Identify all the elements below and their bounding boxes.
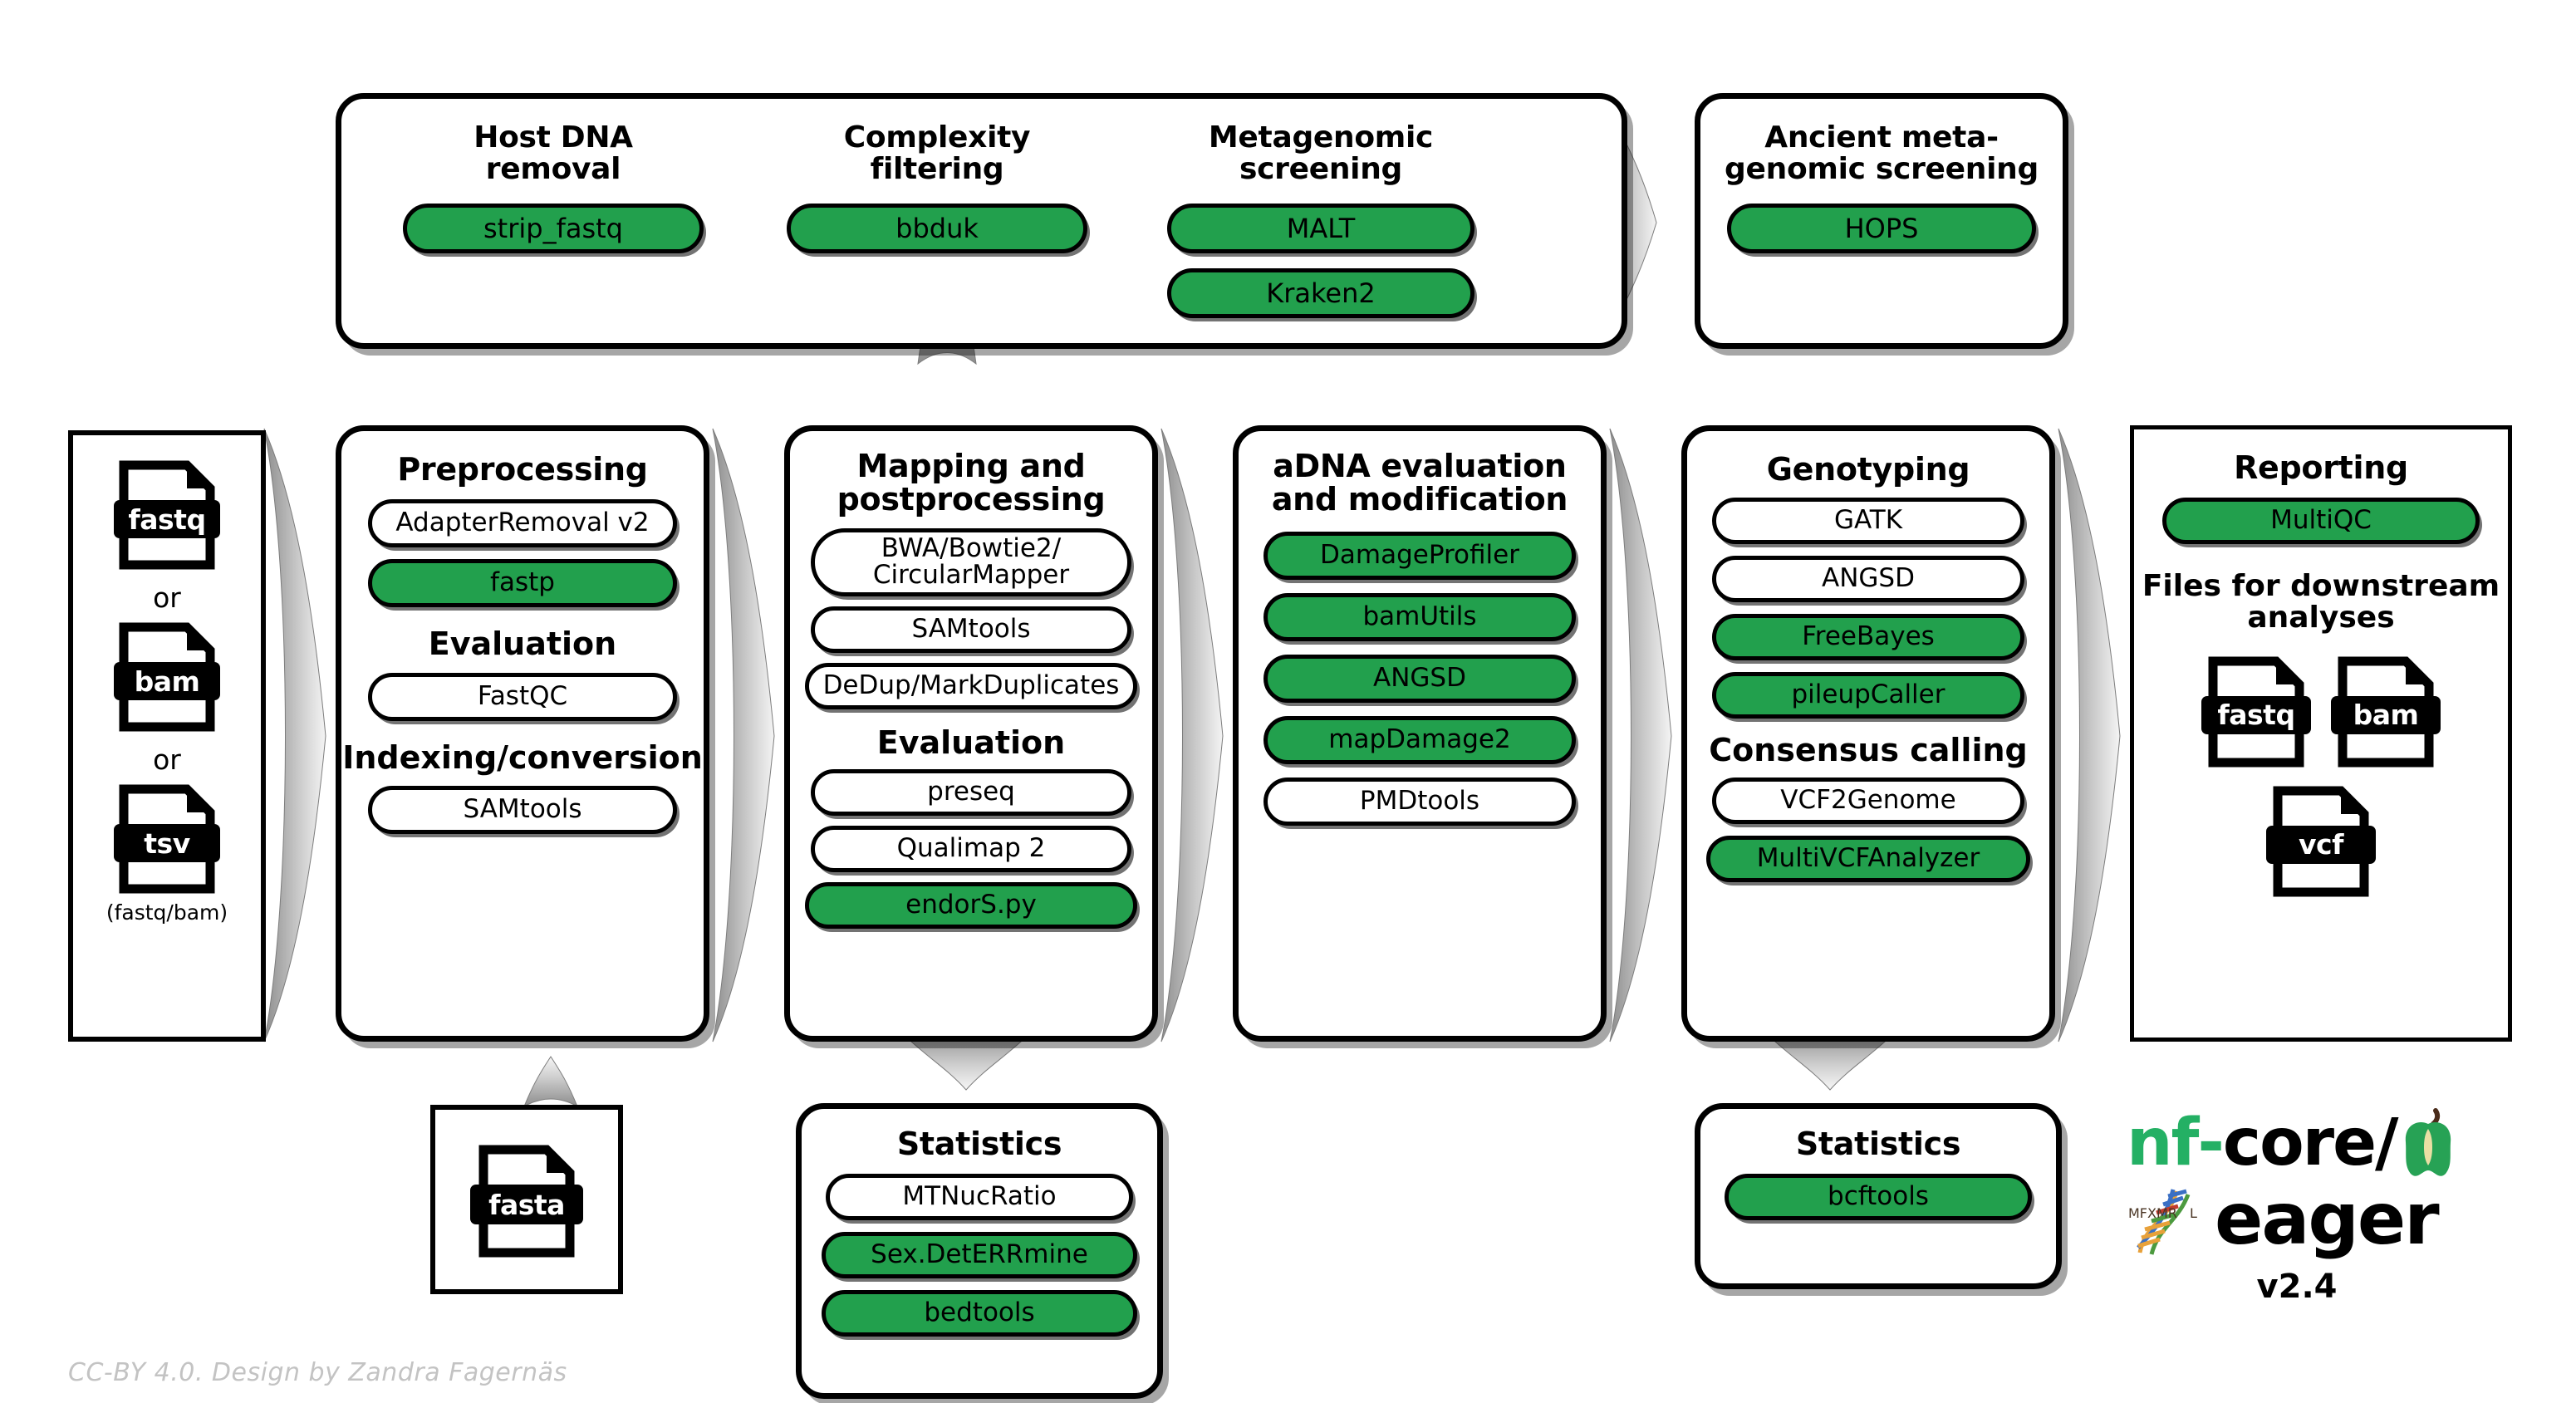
file-label: tsv bbox=[114, 824, 220, 862]
arrow-preprocessing-to-mapping bbox=[712, 428, 775, 1042]
downstream-title: Files for downstream analyses bbox=[2142, 569, 2500, 635]
file-bam-icon: bam bbox=[2331, 656, 2441, 768]
file-bam-icon: bam bbox=[114, 622, 220, 732]
reporting-box: Reporting MultiQC Files for downstream a… bbox=[2130, 425, 2512, 1042]
credit-text: CC-BY 4.0. Design by Zandra Fagernäs bbox=[68, 1358, 567, 1387]
box-title: Mapping and postprocessing bbox=[837, 448, 1106, 518]
tool-pill-multivcfanalyzer[interactable]: MultiVCFAnalyzer bbox=[1706, 835, 2030, 882]
tool-pill-kraken2[interactable]: Kraken2 bbox=[1167, 268, 1474, 319]
tool-pill-bamutils[interactable]: bamUtils bbox=[1263, 592, 1576, 641]
tool-pill-mtnucratio[interactable]: MTNucRatio bbox=[826, 1174, 1133, 1221]
logo-nf-text: nf bbox=[2127, 1106, 2199, 1180]
logo-line-1: nf - core/ bbox=[2127, 1105, 2525, 1181]
column-title: Complexity filtering bbox=[843, 120, 1031, 187]
section-title-consensus: Consensus calling bbox=[1709, 732, 2028, 769]
input-note: (fastq/bam) bbox=[105, 900, 228, 925]
tool-pill-dedup-markduplicates[interactable]: DeDup/MarkDuplicates bbox=[805, 662, 1137, 709]
apple-core-icon bbox=[2402, 1107, 2454, 1179]
or-label-1: or bbox=[153, 581, 181, 614]
tool-pill-pileupcaller[interactable]: pileupCaller bbox=[1712, 672, 2024, 719]
tool-pill-bcftools[interactable]: bcftools bbox=[1725, 1174, 2032, 1221]
tool-pill-qualimap2[interactable]: Qualimap 2 bbox=[811, 825, 1131, 872]
column-title: Metagenomic screening bbox=[1208, 120, 1434, 187]
screening-column-metagenomic: Metagenomic screening MALT Kraken2 bbox=[1142, 120, 1499, 319]
file-fastq-icon: fastq bbox=[2201, 656, 2311, 768]
logo-dash-text: - bbox=[2197, 1106, 2224, 1180]
tool-pill-multiqc[interactable]: MultiQC bbox=[2162, 498, 2480, 545]
arrow-fasta-to-preprocessing bbox=[523, 1056, 579, 1108]
ancient-screening-box: Ancient meta- genomic screening HOPS bbox=[1695, 93, 2068, 349]
tool-pill-freebayes[interactable]: FreeBayes bbox=[1712, 614, 2024, 661]
arrow-input-to-preprocessing bbox=[263, 428, 326, 1042]
section-title-evaluation: Evaluation bbox=[428, 625, 617, 663]
logo-core-text: core/ bbox=[2222, 1106, 2399, 1180]
tool-pill-bwa-bowtie2-circularmapper[interactable]: BWA/Bowtie2/ CircularMapper bbox=[811, 527, 1131, 596]
screening-container: Host DNA removal strip_fastq Complexity … bbox=[336, 93, 1627, 349]
dna-helix-icon: MFXMR L bbox=[2127, 1181, 2213, 1258]
logo-eager-text: eager bbox=[2215, 1178, 2440, 1261]
tool-pill-bedtools[interactable]: bedtools bbox=[822, 1290, 1137, 1337]
tool-pill-gatk[interactable]: GATK bbox=[1712, 498, 2024, 545]
input-files-box: fastq or bam or tsv (fastq/bam) bbox=[68, 430, 266, 1042]
section-title-evaluation: Evaluation bbox=[876, 724, 1066, 761]
tool-pill-mapdamage2[interactable]: mapDamage2 bbox=[1263, 715, 1576, 764]
statistics-mapping-box: Statistics MTNucRatio Sex.DetERRmine bed… bbox=[796, 1103, 1163, 1399]
tool-pill-samtools-index[interactable]: SAMtools bbox=[368, 785, 677, 834]
file-label: fastq bbox=[114, 500, 220, 538]
genotyping-box: Genotyping GATK ANGSD FreeBayes pileupCa… bbox=[1681, 425, 2055, 1042]
file-tsv-icon: tsv bbox=[114, 784, 220, 894]
tool-pill-endors-py[interactable]: endorS.py bbox=[805, 881, 1137, 929]
column-title: Host DNA removal bbox=[473, 120, 633, 187]
section-title-indexing: Indexing/conversion bbox=[342, 738, 703, 776]
arrow-adna-to-genotyping bbox=[1609, 428, 1672, 1042]
box-title: Statistics bbox=[896, 1126, 1062, 1162]
svg-text:MFXMR: MFXMR bbox=[2128, 1205, 2177, 1221]
tool-pill-samtools-map[interactable]: SAMtools bbox=[811, 606, 1131, 653]
tool-pill-vcf2genome[interactable]: VCF2Genome bbox=[1712, 777, 2024, 824]
tool-pill-fastqc[interactable]: FastQC bbox=[368, 672, 677, 721]
statistics-genotyping-box: Statistics bcftools bbox=[1695, 1103, 2062, 1289]
svg-text:L: L bbox=[2190, 1205, 2197, 1221]
tool-pill-malt[interactable]: MALT bbox=[1167, 204, 1474, 254]
file-vcf-icon: vcf bbox=[2266, 786, 2376, 897]
preprocessing-box: Preprocessing AdapterRemoval v2 fastp Ev… bbox=[336, 425, 709, 1042]
box-title: Preprocessing bbox=[397, 451, 648, 488]
adna-evaluation-box: aDNA evaluation and modification DamageP… bbox=[1233, 425, 1607, 1042]
logo-line-2: MFXMR L eager bbox=[2127, 1176, 2525, 1263]
mapping-box: Mapping and postprocessing BWA/Bowtie2/ … bbox=[784, 425, 1158, 1042]
tool-pill-hops[interactable]: HOPS bbox=[1727, 204, 2036, 254]
file-label: fastq bbox=[2201, 695, 2311, 734]
file-fastq-icon: fastq bbox=[114, 460, 220, 570]
nf-core-eager-logo: nf - core/ bbox=[2127, 1105, 2525, 1354]
box-title: Genotyping bbox=[1766, 451, 1970, 488]
arrow-genotyping-to-reporting bbox=[2058, 428, 2121, 1042]
arrow-mapping-to-adna bbox=[1160, 428, 1224, 1042]
logo-version-text: v2.4 bbox=[2256, 1268, 2338, 1306]
file-fasta-icon: fasta bbox=[470, 1145, 583, 1258]
file-label: bam bbox=[114, 662, 220, 700]
tool-pill-pmdtools[interactable]: PMDtools bbox=[1263, 777, 1576, 826]
tool-pill-sex-deterrmine[interactable]: Sex.DetERRmine bbox=[822, 1232, 1137, 1279]
tool-pill-angsd-geno[interactable]: ANGSD bbox=[1712, 556, 2024, 603]
fasta-reference-box: fasta bbox=[430, 1105, 623, 1294]
box-title: Reporting bbox=[2234, 449, 2408, 486]
or-label-2: or bbox=[153, 743, 181, 776]
box-title: Ancient meta- genomic screening bbox=[1725, 120, 2039, 187]
file-label: bam bbox=[2331, 695, 2441, 734]
file-label: fasta bbox=[470, 1185, 583, 1224]
tool-pill-bbduk[interactable]: bbduk bbox=[787, 204, 1087, 254]
tool-pill-damageprofiler[interactable]: DamageProfiler bbox=[1263, 531, 1576, 580]
screening-column-complexity: Complexity filtering bbduk bbox=[758, 120, 1116, 254]
file-label: vcf bbox=[2266, 825, 2376, 864]
screening-column-host-dna: Host DNA removal strip_fastq bbox=[375, 120, 732, 254]
tool-pill-fastp[interactable]: fastp bbox=[368, 559, 677, 608]
box-title: aDNA evaluation and modification bbox=[1271, 448, 1568, 518]
box-title: Statistics bbox=[1795, 1126, 1961, 1162]
tool-pill-strip-fastq[interactable]: strip_fastq bbox=[403, 204, 704, 254]
tool-pill-angsd-adna[interactable]: ANGSD bbox=[1263, 654, 1576, 703]
tool-pill-preseq[interactable]: preseq bbox=[811, 768, 1131, 816]
tool-pill-adapterremoval[interactable]: AdapterRemoval v2 bbox=[368, 499, 677, 548]
